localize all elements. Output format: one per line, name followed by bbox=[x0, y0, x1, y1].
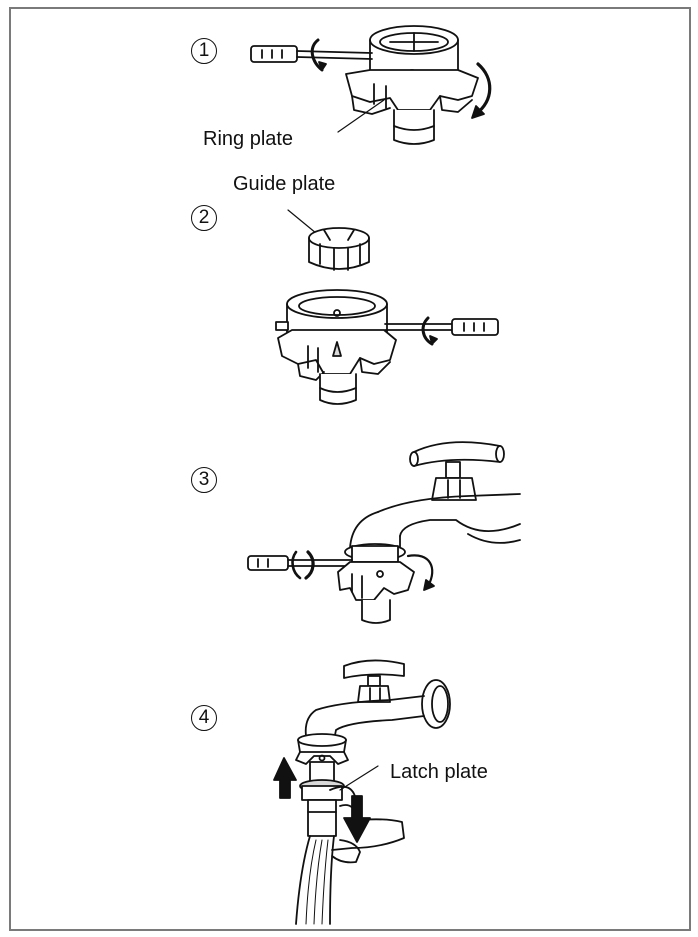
step4-faucet-hose-illustration bbox=[273, 659, 451, 925]
step1-connector-illustration bbox=[250, 25, 492, 145]
step-3-number: 3 bbox=[191, 467, 217, 493]
instruction-frame bbox=[9, 7, 691, 931]
step-1-number: 1 bbox=[191, 38, 217, 64]
latch-plate-label: Latch plate bbox=[390, 761, 488, 783]
step-4-number: 4 bbox=[191, 705, 217, 731]
guide-plate-label: Guide plate bbox=[233, 173, 336, 195]
step-2-number: 2 bbox=[191, 205, 217, 231]
step2-guide-plate-illustration bbox=[287, 209, 370, 271]
step2-connector-illustration bbox=[275, 289, 499, 405]
step3-faucet-illustration bbox=[247, 441, 521, 624]
ring-plate-label: Ring plate bbox=[203, 128, 294, 150]
